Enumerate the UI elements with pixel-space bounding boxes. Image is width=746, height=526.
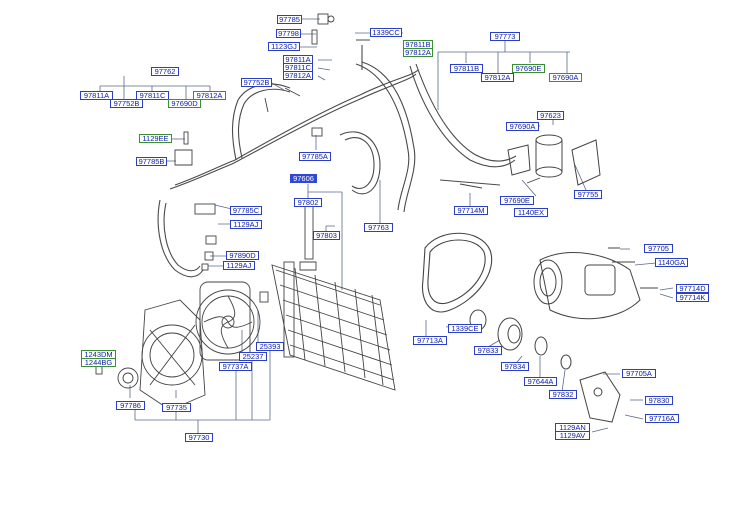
- part-97785c[interactable]: 97785C: [230, 206, 262, 215]
- part-97623[interactable]: 97623: [537, 111, 564, 120]
- condenser: [271, 203, 396, 391]
- part-1140ex[interactable]: 1140EX: [514, 208, 548, 217]
- part-97713a[interactable]: 97713A: [413, 336, 447, 345]
- part-1339ce[interactable]: 1339CE: [448, 324, 482, 333]
- part-97690e-drier[interactable]: 97690E: [500, 196, 534, 205]
- part-25393[interactable]: 25393: [256, 342, 284, 351]
- part-97890d[interactable]: 97890D: [226, 251, 259, 260]
- part-97773[interactable]: 97773: [490, 32, 520, 41]
- part-97714k[interactable]: 97714K: [676, 293, 709, 302]
- part-97798[interactable]: 97798: [276, 29, 301, 38]
- part-97735[interactable]: 97735: [162, 403, 191, 412]
- part-97832[interactable]: 97832: [549, 390, 577, 399]
- fan-shroud: [117, 299, 206, 411]
- small-fittings: [95, 13, 658, 375]
- part-1244bg[interactable]: 1244BG: [81, 358, 116, 367]
- part-1129av[interactable]: 1129AV: [555, 431, 590, 440]
- part-97690d[interactable]: 97690D: [168, 99, 201, 108]
- part-97812a-left[interactable]: 97812A: [193, 91, 226, 100]
- hose-lines: [157, 39, 517, 278]
- part-97803[interactable]: 97803: [313, 231, 340, 240]
- part-25237[interactable]: 25237: [239, 352, 267, 361]
- part-1129aj-lower[interactable]: 1129AJ: [223, 261, 255, 270]
- part-1339cc[interactable]: 1339CC: [370, 28, 402, 37]
- part-97762[interactable]: 97762: [151, 67, 179, 76]
- part-97606[interactable]: 97606: [290, 174, 317, 183]
- part-97752b-left[interactable]: 97752B: [110, 99, 143, 108]
- part-97812a-right[interactable]: 97812A: [481, 73, 514, 82]
- part-97705a[interactable]: 97705A: [622, 369, 656, 378]
- part-97811b-right[interactable]: 97811B: [450, 64, 483, 73]
- part-97812a-top[interactable]: 97812A: [403, 48, 433, 57]
- part-97705[interactable]: 97705: [644, 244, 673, 253]
- drive-belt: [421, 232, 493, 313]
- part-97690e-right[interactable]: 97690E: [512, 64, 545, 73]
- part-97830[interactable]: 97830: [645, 396, 673, 405]
- receiver-drier: [507, 134, 601, 186]
- part-97714m[interactable]: 97714M: [454, 206, 488, 215]
- part-97690a-drier[interactable]: 97690A: [506, 122, 539, 131]
- part-97786[interactable]: 97786: [116, 401, 145, 410]
- part-97763[interactable]: 97763: [364, 223, 393, 232]
- part-97802[interactable]: 97802: [294, 198, 322, 207]
- part-97737a[interactable]: 97737A: [219, 362, 252, 371]
- part-97785a[interactable]: 97785A: [299, 152, 331, 161]
- part-97716a[interactable]: 97716A: [645, 414, 679, 423]
- mount-bracket: [579, 371, 621, 423]
- part-97714d[interactable]: 97714D: [676, 284, 709, 293]
- part-97644a[interactable]: 97644A: [524, 377, 557, 386]
- part-97811c-left[interactable]: 97811C: [136, 91, 169, 100]
- part-97690a-right[interactable]: 97690A: [549, 73, 582, 82]
- part-97730[interactable]: 97730: [185, 433, 213, 442]
- compressor: [533, 252, 641, 320]
- part-1129ee[interactable]: 1129EE: [139, 134, 172, 143]
- part-1129aj-upper[interactable]: 1129AJ: [230, 220, 262, 229]
- part-97785[interactable]: 97785: [277, 15, 302, 24]
- part-97752b-center[interactable]: 97752B: [241, 78, 272, 87]
- part-97812a-center[interactable]: 97812A: [283, 71, 313, 80]
- fan: [195, 281, 261, 361]
- part-97755[interactable]: 97755: [574, 190, 602, 199]
- part-97785b[interactable]: 97785B: [136, 157, 167, 166]
- part-97833[interactable]: 97833: [474, 346, 502, 355]
- part-1140ga[interactable]: 1140GA: [655, 258, 688, 267]
- part-1123gj[interactable]: 1123GJ: [268, 42, 300, 51]
- clutch-parts: [469, 309, 572, 370]
- part-97811a-left[interactable]: 97811A: [80, 91, 113, 100]
- part-97834[interactable]: 97834: [501, 362, 529, 371]
